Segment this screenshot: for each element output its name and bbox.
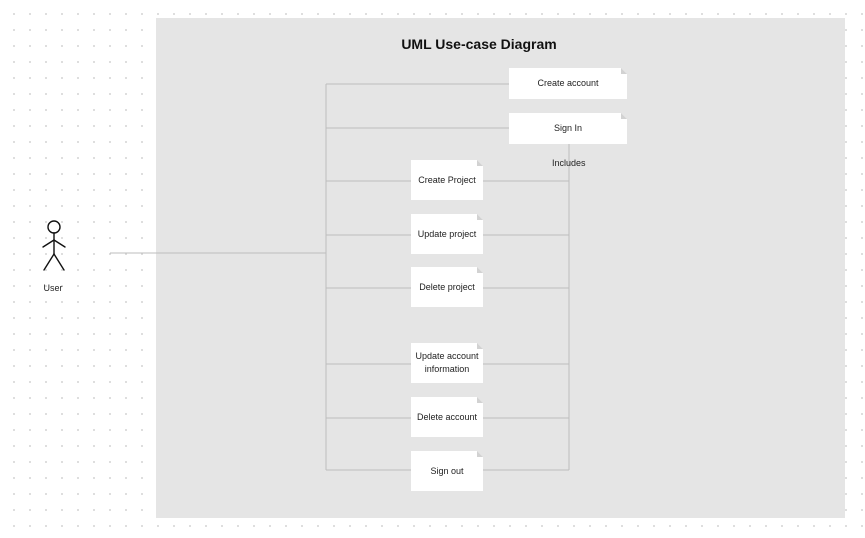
includes-label: Includes (552, 158, 586, 168)
actor-label: User (43, 283, 63, 293)
note-fold-icon (477, 397, 483, 403)
use-case-label: Delete account (416, 411, 478, 422)
note-fold-icon (477, 343, 483, 349)
note-fold-icon (621, 68, 627, 74)
note-fold-icon (477, 451, 483, 457)
diagram-panel (156, 18, 845, 518)
use-case-update-project[interactable]: Update project (411, 214, 483, 254)
use-case-delete-account[interactable]: Delete account (411, 397, 483, 437)
note-fold-icon (477, 267, 483, 273)
note-fold-icon (477, 214, 483, 220)
use-case-update-account-information[interactable]: Update account information (411, 343, 483, 383)
note-fold-icon (621, 113, 627, 119)
use-case-label: Sign In (553, 123, 583, 133)
use-case-label: Create account (537, 78, 599, 88)
use-case-label: Create Project (418, 174, 476, 185)
note-fold-icon (477, 160, 483, 166)
use-case-create-project[interactable]: Create Project (411, 160, 483, 200)
use-case-delete-project[interactable]: Delete project (411, 267, 483, 307)
use-case-create-account[interactable]: Create account (509, 68, 627, 99)
use-case-label: Sign out (430, 465, 464, 476)
stick-figure-icon (42, 220, 66, 271)
use-case-label: Update project (417, 228, 477, 239)
use-case-label: Delete project (419, 281, 475, 292)
use-case-sign-in[interactable]: Sign In (509, 113, 627, 144)
diagram-title: UML Use-case Diagram (401, 36, 557, 52)
use-case-label: Update account information (415, 351, 479, 374)
use-case-sign-out[interactable]: Sign out (411, 451, 483, 491)
